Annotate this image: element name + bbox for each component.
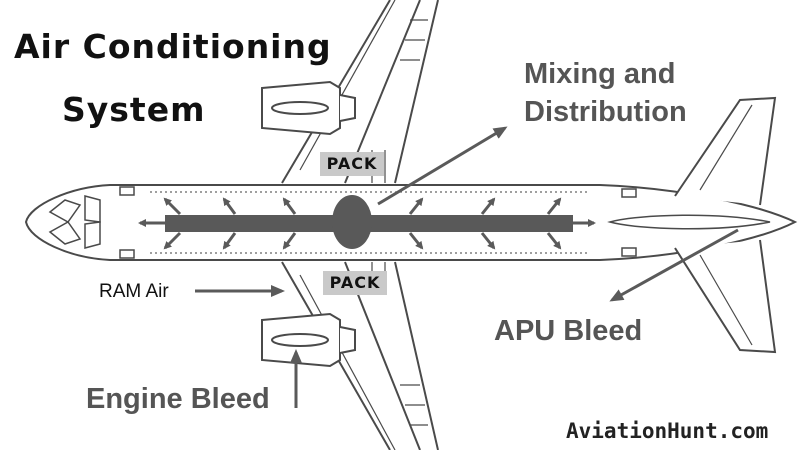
title-line-1: Air Conditioning [14, 27, 332, 66]
apu-bleed-arrow [609, 228, 739, 302]
mixing-label-line-1: Mixing and [524, 58, 676, 90]
distribution-manifold [165, 195, 573, 249]
upper-engine [261, 80, 356, 136]
engine-bleed-label: Engine Bleed [86, 383, 270, 415]
brand-watermark: AviationHunt.com [566, 419, 769, 443]
horizontal-stabilizer [674, 96, 777, 354]
callout-arrows [195, 126, 739, 408]
lower-engine [261, 312, 356, 368]
distribution-arrows [138, 197, 596, 250]
apu-bleed-label: APU Bleed [494, 315, 643, 347]
mixing-label-line-2: Distribution [524, 96, 687, 128]
pack-label-top: PACK [320, 152, 384, 176]
title-line-2: System [62, 90, 206, 129]
mixing-arrow [377, 126, 508, 206]
pack-label-bottom: PACK [323, 271, 387, 295]
ram-air-label: RAM Air [99, 281, 169, 302]
